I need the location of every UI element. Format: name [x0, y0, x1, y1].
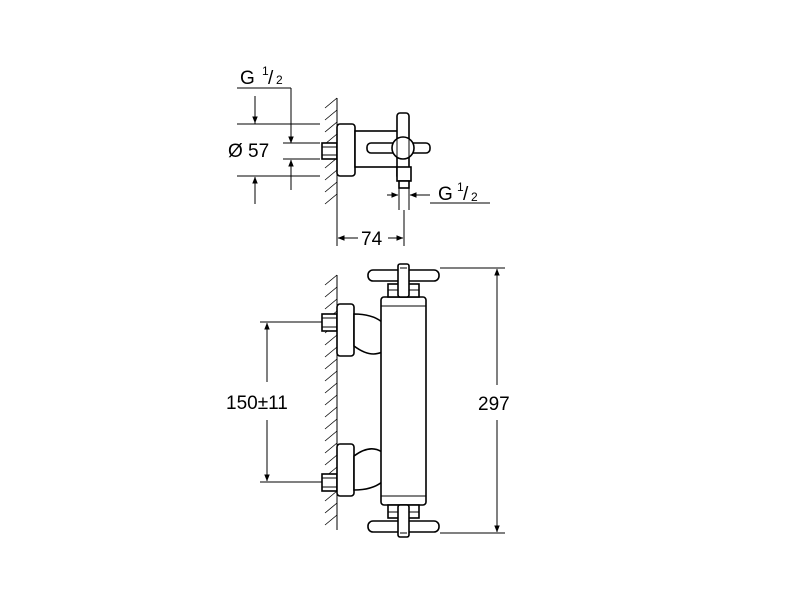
diameter-label: Ø 57	[228, 141, 269, 162]
front-view: 150±11 297	[226, 263, 510, 538]
bottom-cross-handle	[367, 504, 440, 538]
height-dimension: 297	[440, 267, 510, 534]
thermostat-body	[380, 296, 427, 506]
top-cross-handle	[367, 263, 440, 298]
inlet-thread-label: G	[240, 68, 255, 89]
inlet-thread-fraction-den: 2	[276, 73, 283, 87]
outlet-thread-prefix: G	[438, 184, 453, 205]
flange-top	[336, 123, 356, 177]
spacing-label: 150±11	[226, 393, 288, 414]
inlet-thread-fraction-num: 1	[262, 64, 269, 78]
inlet-connector-top	[321, 142, 338, 160]
outlet-thread-fraction-den: 2	[471, 190, 478, 204]
height-label: 297	[478, 394, 510, 415]
depth-label: 74	[361, 229, 383, 250]
outlet-thread-fraction-slash: /	[463, 184, 469, 205]
depth-dimension: 74	[336, 208, 405, 250]
outlet-top	[396, 166, 412, 210]
spacing-dimension: 150±11	[226, 321, 322, 483]
top-view: G 1 / 2 Ø 57 G 1 / 2	[228, 64, 490, 250]
outlet-thread-dimension: G 1 / 2	[387, 180, 490, 205]
outlet-thread-fraction-num: 1	[457, 180, 464, 194]
inlet-thread-fraction-slash: /	[268, 68, 274, 89]
diameter-dimension: Ø 57	[228, 96, 320, 204]
lower-connector	[321, 443, 383, 497]
upper-connector	[321, 303, 383, 357]
cross-handle-top	[366, 112, 431, 180]
inlet-thread-dimension: G 1 / 2	[237, 64, 320, 190]
